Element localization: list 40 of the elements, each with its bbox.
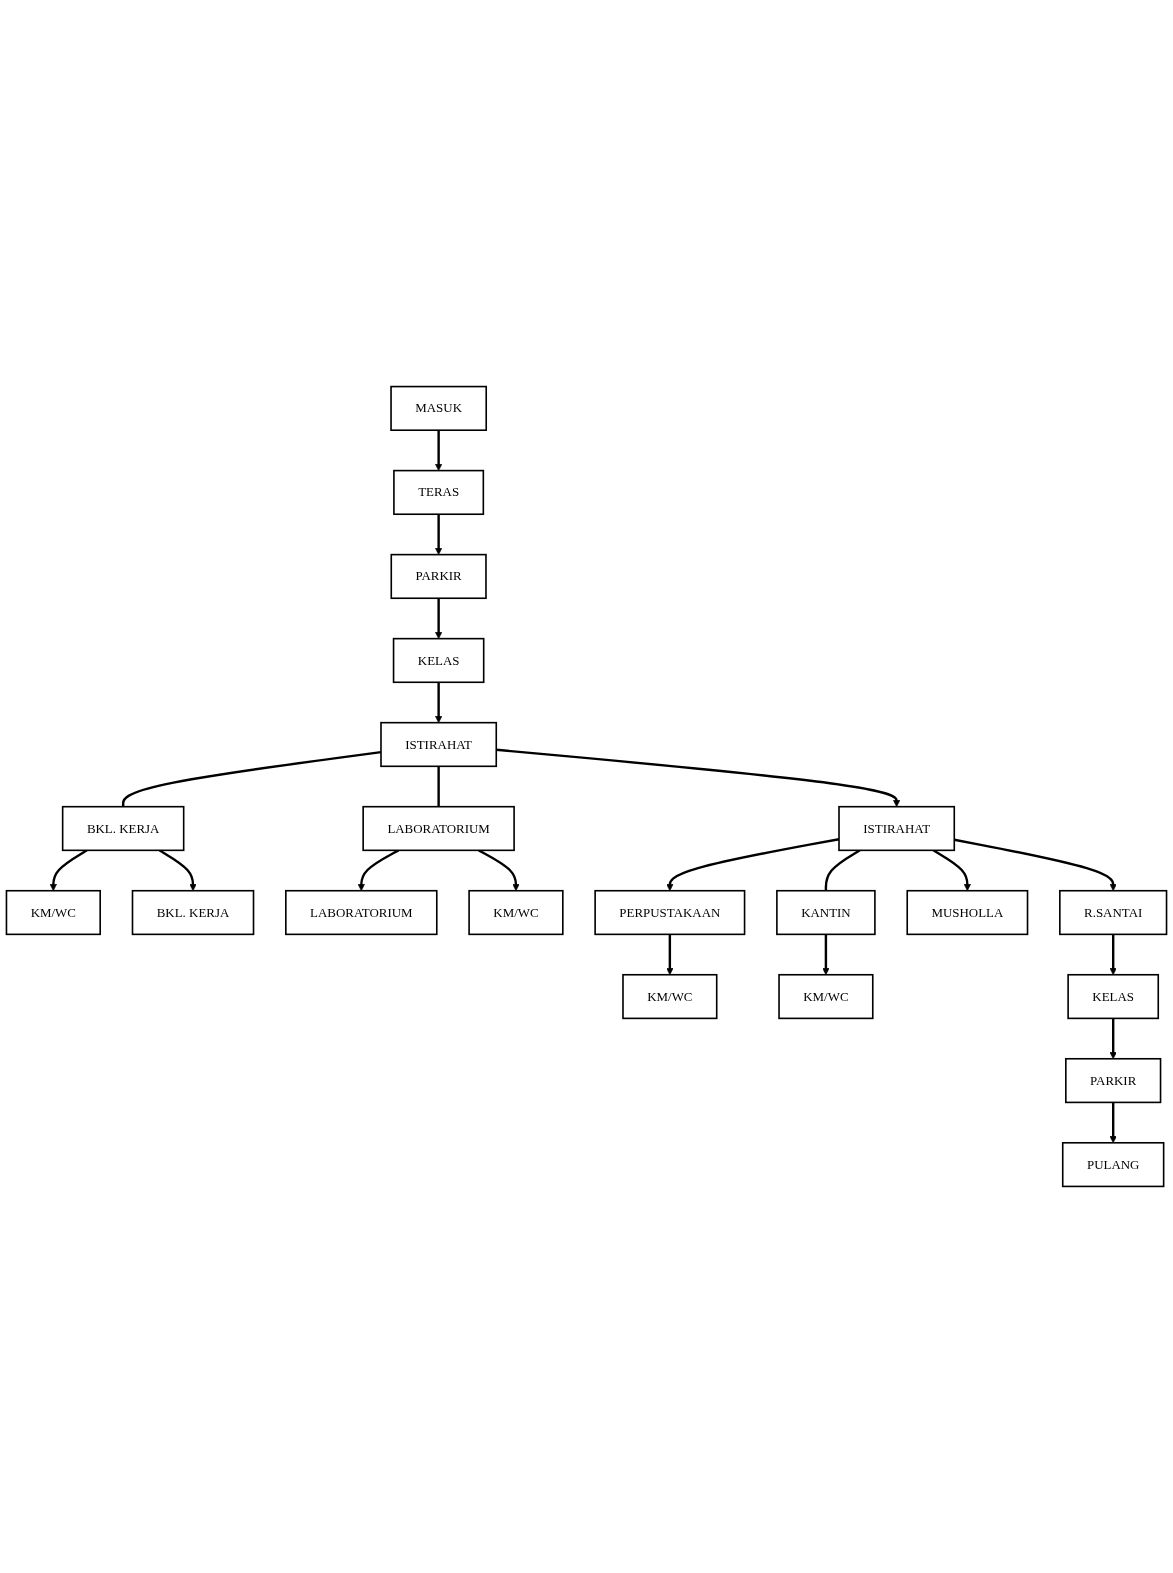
node-box: PERPUSTAKAAN: [594, 889, 746, 936]
node-box: R.SANTAI: [1059, 889, 1168, 936]
node-box: MUSHOLLA: [906, 889, 1029, 936]
arrow: [435, 514, 443, 555]
arrow: [954, 838, 1117, 892]
arrow: [435, 430, 443, 471]
node-box: PULANG: [1061, 1142, 1165, 1188]
arrow: [478, 849, 520, 892]
connector: [437, 766, 440, 807]
node-box: BKL. KERJA: [61, 805, 185, 852]
arrow: [357, 849, 400, 892]
arrow: [158, 849, 197, 892]
node-box: LABORATORIUM: [362, 805, 515, 852]
arrow: [666, 934, 674, 976]
node-box: KM/WC: [622, 973, 718, 1020]
node-box: BKL. KERJA: [131, 889, 255, 936]
node-box: KANTIN: [776, 889, 876, 936]
node-box: ISTIRAHAT: [838, 805, 956, 852]
arrow: [932, 849, 971, 892]
arrow: [822, 934, 830, 976]
node-box: PARKIR: [1065, 1057, 1162, 1104]
arrow: [49, 849, 88, 892]
arrow: [666, 838, 840, 892]
node-box: MASUK: [390, 385, 487, 431]
node-box: KM/WC: [5, 889, 101, 936]
node-box: ISTIRAHAT: [380, 721, 498, 768]
connector: [824, 849, 861, 891]
arrow: [1109, 1018, 1117, 1060]
node-box: KM/WC: [468, 889, 564, 936]
node-box: KM/WC: [778, 973, 874, 1020]
node-box: KELAS: [392, 637, 485, 684]
node-box: LABORATORIUM: [285, 889, 438, 936]
arrow: [1109, 934, 1117, 976]
node-box: TERAS: [393, 469, 485, 516]
node-box: KELAS: [1067, 973, 1160, 1020]
arrow: [496, 748, 901, 807]
node-box: PARKIR: [390, 553, 487, 600]
arrow: [435, 682, 443, 723]
arrow: [1109, 1102, 1117, 1144]
arrow: [435, 598, 443, 639]
